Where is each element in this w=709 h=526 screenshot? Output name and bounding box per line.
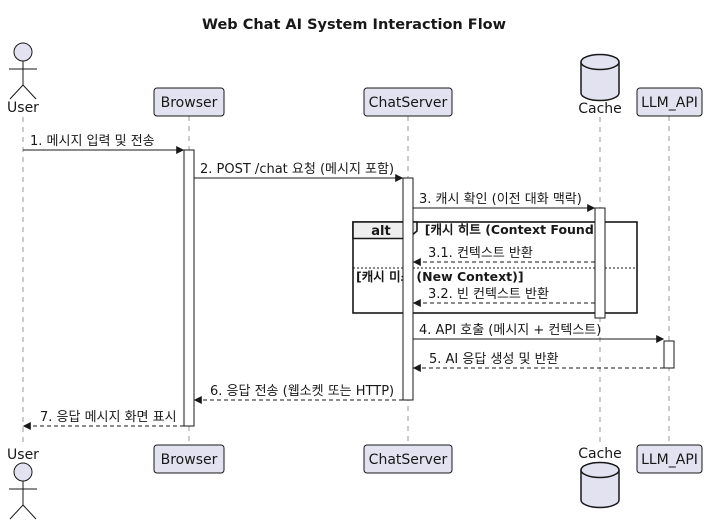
participant-user-top: User xyxy=(7,42,39,116)
message-3-2-label: 3.2. 빈 컨텍스트 반환 xyxy=(428,287,549,302)
activation-chatserver xyxy=(402,177,414,401)
alt-condition-miss: [캐시 미스 (New Context)] xyxy=(356,269,524,284)
participant-label-chatserver-bottom: ChatServer xyxy=(369,452,448,468)
message-3-1: 3.1. 컨텍스트 반환 xyxy=(412,246,595,266)
alt-fragment: alt [캐시 히트 (Context Found)] [캐시 미스 (New … xyxy=(352,221,638,314)
activation-browser xyxy=(183,149,195,427)
participant-label-cache-bottom: Cache xyxy=(578,446,622,462)
message-3-2: 3.2. 빈 컨텍스트 반환 xyxy=(412,287,595,307)
message-5-label: 5. AI 응답 생성 및 반환 xyxy=(429,352,559,367)
participant-browser-bottom: Browser xyxy=(153,444,225,474)
database-icon xyxy=(580,470,620,509)
participant-llm-api-top: LLM_API xyxy=(636,87,703,117)
participant-label-cache: Cache xyxy=(578,101,622,117)
participant-label-llm-api: LLM_API xyxy=(641,95,698,111)
participant-browser-top: Browser xyxy=(153,87,225,117)
message-6-label: 6. 응답 전송 (웹소켓 또는 HTTP) xyxy=(210,384,394,399)
message-2: 2. POST /chat 요청 (메시지 포함) xyxy=(194,162,404,182)
database-icon xyxy=(580,62,620,102)
actor-icon xyxy=(13,462,33,482)
participant-label-llm-api-bottom: LLM_API xyxy=(641,452,698,468)
message-3-label: 3. 캐시 확인 (이전 대화 맥락) xyxy=(419,192,582,207)
participant-chatserver-bottom: ChatServer xyxy=(363,444,453,474)
participant-user-bottom: User xyxy=(7,447,39,520)
message-2-label: 2. POST /chat 요청 (메시지 포함) xyxy=(200,162,394,177)
message-7-label: 7. 응답 메시지 화면 표시 xyxy=(40,410,177,425)
participant-label-user-bottom: User xyxy=(7,447,39,463)
message-1-label: 1. 메시지 입력 및 전송 xyxy=(30,134,155,149)
activation-llm-api xyxy=(663,340,675,369)
message-3: 3. 캐시 확인 (이전 대화 맥락) xyxy=(413,192,596,212)
participant-label-chatserver: ChatServer xyxy=(369,95,448,111)
message-5: 5. AI 응답 생성 및 반환 xyxy=(412,352,664,372)
message-3-1-label: 3.1. 컨텍스트 반환 xyxy=(428,246,533,261)
activation-cache xyxy=(594,207,606,319)
alt-keyword: alt xyxy=(371,224,390,239)
message-7: 7. 응답 메시지 화면 표시 xyxy=(22,410,184,430)
message-6: 6. 응답 전송 (웹소켓 또는 HTTP) xyxy=(193,384,403,404)
participant-label-browser: Browser xyxy=(161,95,218,111)
participant-cache-bottom: Cache xyxy=(578,446,622,509)
alt-condition-hit: [캐시 히트 (Context Found)] xyxy=(425,222,605,237)
participant-chatserver-top: ChatServer xyxy=(363,87,453,117)
participant-label-browser-bottom: Browser xyxy=(161,452,218,468)
message-4-label: 4. API 호출 (메시지 + 컨텍스트) xyxy=(419,323,601,338)
participant-label-user: User xyxy=(7,100,39,116)
actor-icon xyxy=(13,42,33,62)
participant-llm-api-bottom: LLM_API xyxy=(636,444,703,474)
message-4: 4. API 호출 (메시지 + 컨텍스트) xyxy=(413,323,665,343)
diagram-title: Web Chat AI System Interaction Flow xyxy=(202,17,506,33)
participant-cache-top: Cache xyxy=(578,53,622,117)
message-1: 1. 메시지 입력 및 전송 xyxy=(23,134,185,154)
